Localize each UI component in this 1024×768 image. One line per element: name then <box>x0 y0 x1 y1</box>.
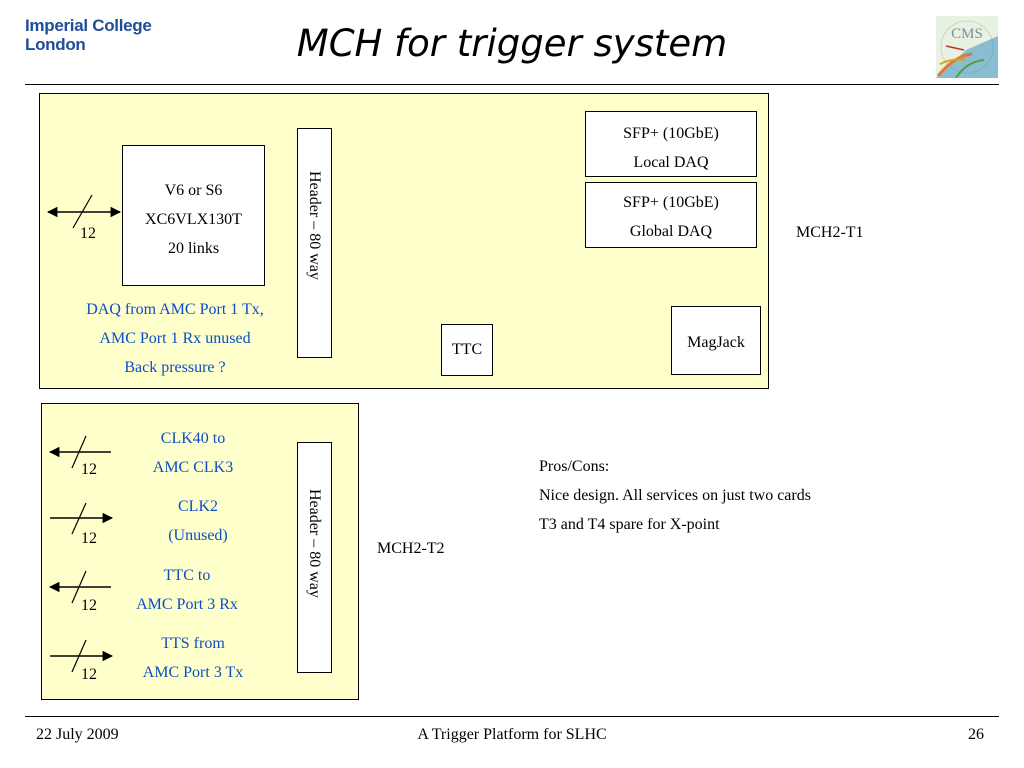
t1-header-label: Header – 80 way <box>306 171 323 280</box>
signal-tts-line1: TTS from <box>161 635 225 652</box>
mch-t2-label: MCH2-T2 <box>377 540 445 557</box>
signal-tts: TTS from AMC Port 3 Tx <box>120 629 266 687</box>
cms-logo-icon: CMS <box>936 16 998 79</box>
signal-clk2: CLK2 (Unused) <box>125 492 271 550</box>
t1-link-arrow <box>46 194 122 229</box>
t2-count-2: 12 <box>81 530 97 547</box>
t1-header-connector: Header – 80 way <box>297 128 332 358</box>
sfp-local-box: SFP+ (10GbE) Local DAQ <box>585 111 757 177</box>
pros-cons: Pros/Cons: Nice design. All services on … <box>539 452 811 539</box>
signal-ttc: TTC to AMC Port 3 Rx <box>114 561 260 619</box>
mch-t1-label: MCH2-T1 <box>796 224 864 241</box>
t2-arrow-clk2 <box>50 502 114 535</box>
signal-clk40-line2: AMC CLK3 <box>152 459 234 476</box>
t2-arrow-tts <box>50 639 114 673</box>
sfp-global-line1: SFP+ (10GbE) <box>623 194 719 211</box>
pros-cons-heading: Pros/Cons: <box>539 458 610 475</box>
signal-tts-line2: AMC Port 3 Tx <box>142 664 244 681</box>
pros-cons-line1: Nice design. All services on just two ca… <box>539 487 811 504</box>
sfp-local-line1: SFP+ (10GbE) <box>623 125 719 142</box>
sfp-local-line2: Local DAQ <box>633 154 709 171</box>
cms-logo-text: CMS <box>951 26 983 42</box>
signal-clk2-line1: CLK2 <box>178 498 218 515</box>
signal-clk40-line1: CLK40 to <box>160 430 226 447</box>
fpga-line1: V6 or S6 <box>164 182 223 199</box>
signal-clk40: CLK40 to AMC CLK3 <box>120 424 266 482</box>
footer-title: A Trigger Platform for SLHC <box>417 726 607 743</box>
t1-link-count: 12 <box>80 225 96 242</box>
t1-notes: DAQ from AMC Port 1 Tx, AMC Port 1 Rx un… <box>40 295 310 382</box>
magjack-box: MagJack <box>671 306 761 375</box>
fpga-line2: XC6VLX130T <box>145 211 242 228</box>
logo-line1: Imperial College <box>25 16 152 35</box>
signal-ttc-line2: AMC Port 3 Rx <box>136 596 238 613</box>
signal-ttc-line1: TTC to <box>163 567 211 584</box>
t2-header-connector: Header – 80 way <box>297 442 332 673</box>
t1-note-1: DAQ from AMC Port 1 Tx, <box>86 301 264 318</box>
header-rule <box>25 84 999 85</box>
ttc-box: TTC <box>441 324 493 376</box>
fpga-box: V6 or S6 XC6VLX130T 20 links <box>122 145 265 286</box>
slide-title: MCH for trigger system <box>296 22 728 65</box>
sfp-global-box: SFP+ (10GbE) Global DAQ <box>585 182 757 248</box>
t2-arrow-ttc <box>48 570 111 604</box>
imperial-logo: Imperial College London <box>25 16 152 54</box>
fpga-line3: 20 links <box>167 240 220 257</box>
t2-header-label: Header – 80 way <box>306 489 323 598</box>
cms-logo: CMS <box>936 16 998 79</box>
t2-count-4: 12 <box>81 666 97 683</box>
pros-cons-line2: T3 and T4 spare for X-point <box>539 516 720 533</box>
t2-count-1: 12 <box>81 461 97 478</box>
footer-date: 22 July 2009 <box>36 726 119 743</box>
footer-rule <box>25 716 999 717</box>
t2-arrow-clk40 <box>48 435 111 469</box>
sfp-global-line2: Global DAQ <box>629 223 713 240</box>
footer-page-number: 26 <box>968 726 984 743</box>
t1-note-2: AMC Port 1 Rx unused <box>99 330 251 347</box>
t1-note-3: Back pressure ? <box>124 359 226 376</box>
logo-line2: London <box>25 35 86 54</box>
signal-clk2-line2: (Unused) <box>168 527 228 544</box>
t2-count-3: 12 <box>81 597 97 614</box>
